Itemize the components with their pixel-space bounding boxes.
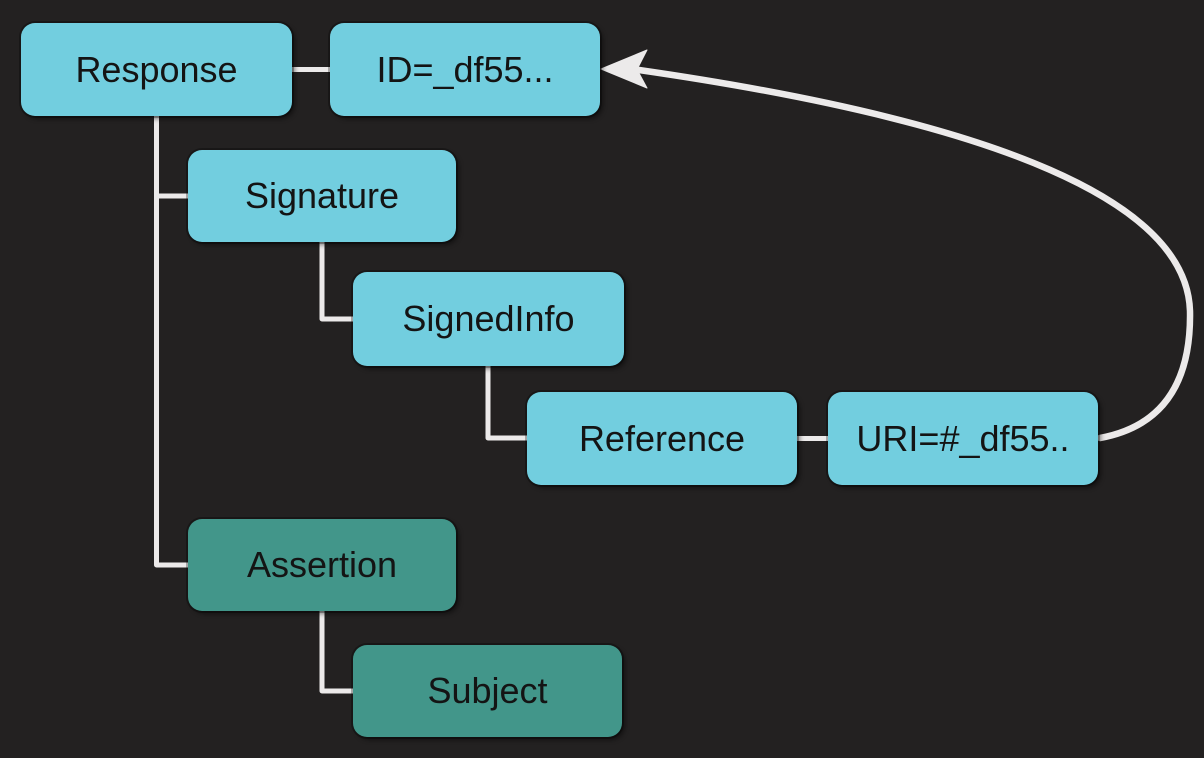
edge-uri-to-id-arrowhead-icon bbox=[600, 49, 648, 89]
node-label: Response bbox=[75, 48, 238, 90]
node-label: ID=_df55... bbox=[376, 48, 554, 90]
edge-signedinfo-reference bbox=[485, 366, 527, 441]
node-response[interactable]: Response bbox=[21, 23, 292, 116]
node-signature[interactable]: Signature bbox=[188, 150, 456, 242]
node-label: SignedInfo bbox=[402, 298, 575, 339]
node-assertion[interactable]: Assertion bbox=[188, 519, 456, 611]
node-label: Reference bbox=[578, 417, 746, 459]
node-signedinfo[interactable]: SignedInfo bbox=[353, 272, 624, 366]
node-label: URI=#_df55.. bbox=[856, 417, 1070, 459]
node-id-attribute[interactable]: ID=_df55... bbox=[330, 23, 600, 116]
edge-uri-to-id-curve bbox=[635, 66, 1194, 442]
node-reference[interactable]: Reference bbox=[527, 392, 797, 485]
node-label: Subject bbox=[427, 670, 548, 711]
edge-signature-signedinfo bbox=[319, 242, 353, 322]
node-label: Assertion bbox=[246, 544, 398, 585]
node-label: Signature bbox=[244, 175, 400, 216]
node-subject[interactable]: Subject bbox=[353, 645, 622, 737]
node-uri-attribute[interactable]: URI=#_df55.. bbox=[828, 392, 1098, 485]
edge-response-assertion bbox=[154, 116, 188, 568]
edge-assertion-subject bbox=[319, 611, 353, 694]
